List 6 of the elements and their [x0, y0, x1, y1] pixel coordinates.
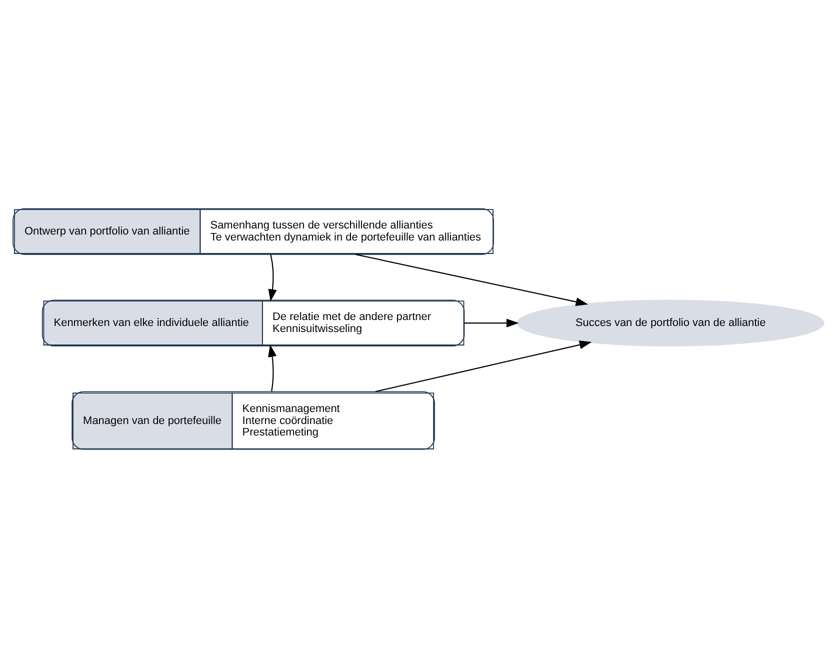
arrow: [464, 318, 519, 327]
arrow: [375, 340, 592, 392]
arrow: [268, 344, 277, 391]
arrow: [356, 253, 588, 306]
node-ellipse: Succes van de portfolio van de alliantie: [516, 299, 824, 346]
arrow: [268, 254, 277, 302]
